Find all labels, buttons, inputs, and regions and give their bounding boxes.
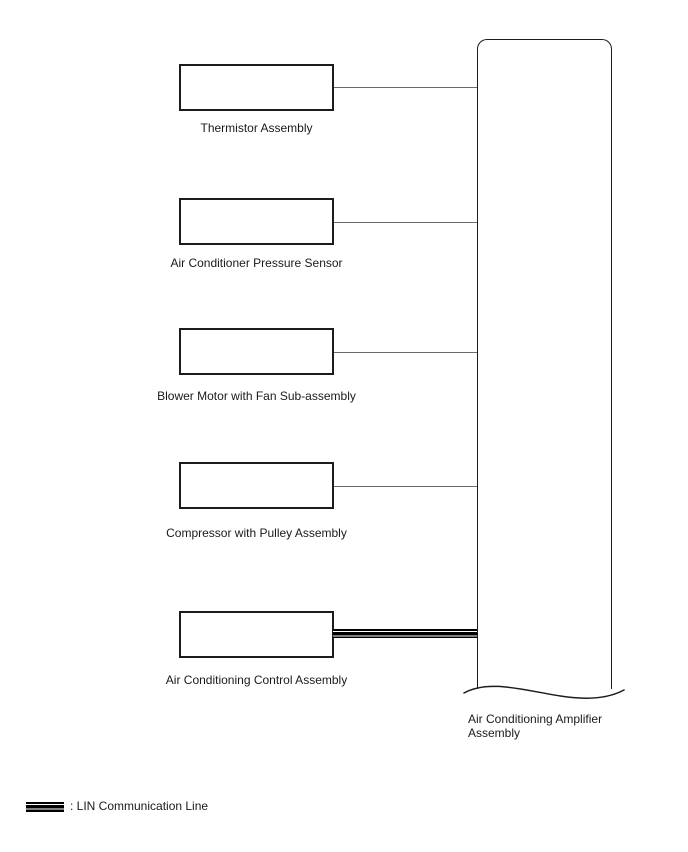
break-wave-edge [463, 685, 625, 699]
component-box-pressure-sensor [179, 198, 334, 245]
component-box-control-assembly [179, 611, 334, 658]
component-label-compressor: Compressor with Pulley Assembly [166, 526, 347, 540]
signal-line-pressure-sensor [334, 222, 477, 223]
signal-line-thermistor [334, 87, 477, 88]
component-box-compressor [179, 462, 334, 509]
component-box-blower-motor [179, 328, 334, 375]
signal-line-compressor [334, 486, 477, 487]
signal-line-blower-motor [334, 352, 477, 353]
component-box-thermistor [179, 64, 334, 111]
lin-line-legend-swatch [26, 802, 64, 812]
amplifier-box [477, 39, 612, 689]
component-label-thermistor: Thermistor Assembly [200, 121, 313, 135]
component-label-control-assembly: Air Conditioning Control Assembly [165, 673, 348, 687]
lin-communication-line [333, 629, 479, 638]
lin-line-legend-label: : LIN Communication Line [70, 799, 209, 813]
component-label-blower-motor: Blower Motor with Fan Sub-assembly [157, 389, 356, 403]
amplifier-label: Air Conditioning Amplifier Assembly [468, 712, 603, 740]
component-label-pressure-sensor: Air Conditioner Pressure Sensor [170, 256, 343, 270]
